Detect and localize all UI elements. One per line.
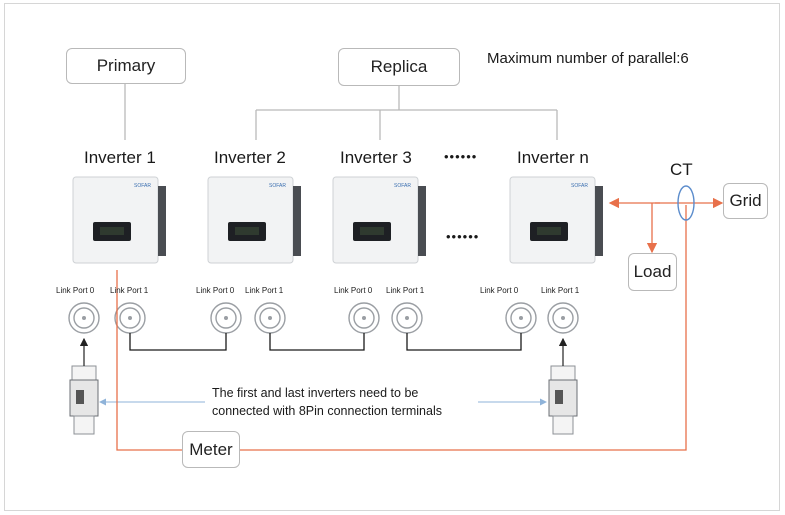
meter-line: [116, 205, 687, 451]
inv2-port1-label: Link Port 1: [245, 286, 284, 295]
inv1-port0-label: Link Port 0: [56, 286, 95, 295]
link-port-pins: [82, 316, 565, 320]
max-parallel-note: Maximum number of parallel:6: [487, 50, 689, 67]
inverter-1-brand: SOFAR: [134, 183, 151, 189]
inv2-port0-label: Link Port 0: [196, 286, 235, 295]
ellipsis-top: ••••••: [444, 149, 478, 164]
diagram-frame: [4, 3, 780, 511]
terminal-note: The first and last inverters need to be …: [212, 384, 442, 420]
inverter-n-body: [509, 176, 603, 264]
primary-box: Primary: [66, 48, 186, 84]
terminal-note-line1: The first and last inverters need to be: [212, 386, 419, 400]
replica-label: Replica: [370, 57, 428, 76]
inverter-1-body: [72, 176, 166, 264]
inverter-3-label: Inverter 3: [340, 148, 412, 167]
link-cable-3-n: [406, 333, 522, 351]
terminal-left: [69, 365, 99, 435]
inverter-3-brand: SOFAR: [394, 183, 411, 189]
inverter-2-body: [207, 176, 301, 264]
replica-box: Replica: [338, 48, 460, 86]
ct-label: CT: [670, 160, 693, 179]
meter-box: Meter: [182, 431, 240, 468]
inverter-2-brand: SOFAR: [269, 183, 286, 189]
link-port-icons: [68, 302, 579, 334]
grid-label: Grid: [729, 191, 762, 210]
inverter-3-body: [332, 176, 426, 264]
grid-box: Grid: [723, 183, 768, 219]
load-box: Load: [628, 253, 677, 291]
link-cable-2-3: [269, 333, 365, 351]
inverter-1-label: Inverter 1: [84, 148, 156, 167]
terminal-note-line2: connected with 8Pin connection terminals: [212, 404, 442, 418]
terminal-right: [548, 365, 578, 435]
inverter-n-label: Inverter n: [517, 148, 589, 167]
inv3-port0-label: Link Port 0: [334, 286, 373, 295]
inv1-port1-label: Link Port 1: [110, 286, 149, 295]
inverter-n-brand: SOFAR: [571, 183, 588, 189]
meter-label: Meter: [189, 439, 233, 459]
invn-port0-label: Link Port 0: [480, 286, 519, 295]
ct-sensor: [677, 185, 695, 221]
inv3-port1-label: Link Port 1: [386, 286, 425, 295]
load-label: Load: [633, 262, 672, 281]
primary-label: Primary: [96, 56, 156, 75]
ellipsis-middle: ••••••: [446, 229, 480, 244]
inverter-2-label: Inverter 2: [214, 148, 286, 167]
invn-port1-label: Link Port 1: [541, 286, 580, 295]
link-cable-1-2: [129, 333, 227, 351]
